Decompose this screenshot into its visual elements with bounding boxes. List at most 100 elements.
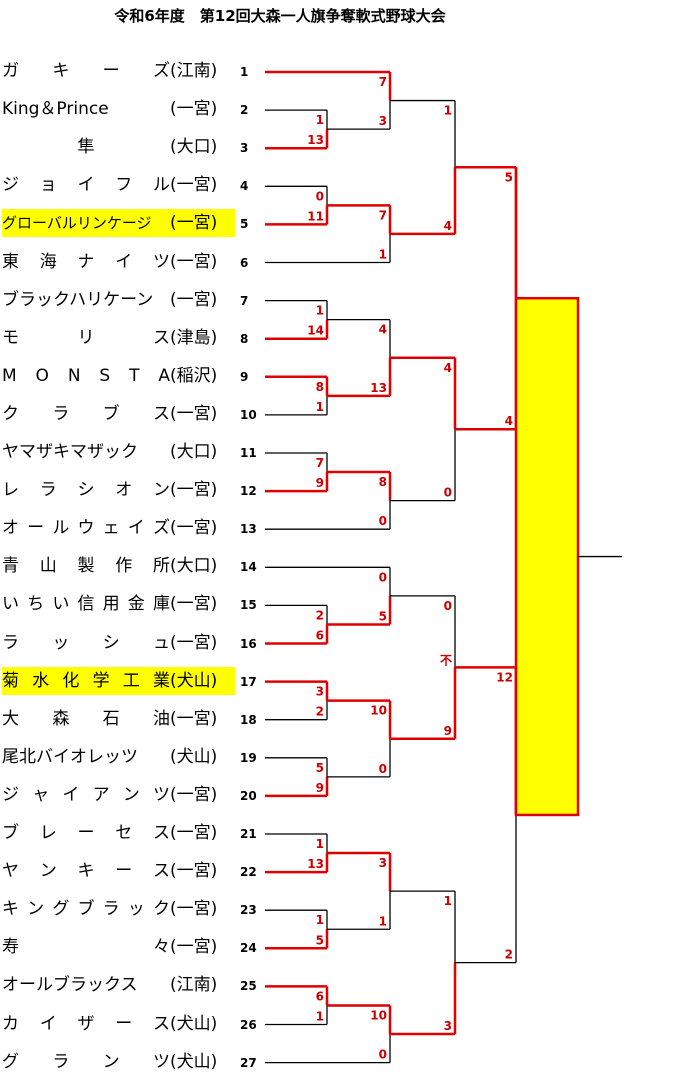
team-seed: 18: [240, 712, 257, 727]
match-score: 3: [444, 1019, 452, 1033]
team-name: 寿々: [2, 937, 170, 958]
team-row: ヤマザキマザック(大口): [2, 438, 235, 466]
match-score: 13: [307, 133, 324, 147]
match-score: 1: [316, 113, 324, 127]
match-score: 1: [316, 913, 324, 927]
team-seed: 25: [240, 979, 257, 994]
match-score: 8: [379, 475, 387, 489]
team-location: (犬山): [170, 1013, 218, 1034]
match-score: 9: [316, 781, 324, 795]
team-row: 寿々(一宮): [2, 933, 235, 961]
match-score: 2: [316, 705, 324, 719]
match-score: 5: [316, 933, 324, 947]
team-name: 尾北バイオレッツ: [2, 746, 138, 767]
match-score: 11: [307, 209, 324, 223]
team-row: グランツ(犬山): [2, 1048, 235, 1076]
team-location: (犬山): [170, 746, 218, 767]
team-row: 大森石油(一宮): [2, 705, 235, 733]
team-seed: 10: [240, 407, 257, 422]
team-name: ヤンキース: [2, 861, 170, 882]
team-location: (一宮): [170, 861, 218, 882]
team-seed: 24: [240, 941, 257, 956]
team-location: (稲沢): [170, 365, 218, 386]
team-location: (大口): [170, 137, 218, 158]
team-location: (一宮): [170, 784, 218, 805]
team-row: 隼 (大口): [2, 133, 235, 161]
team-location: (一宮): [170, 899, 218, 920]
team-name: レラシオン: [2, 480, 170, 501]
team-location: (一宮): [170, 594, 218, 615]
team-row: レラシオン(一宮): [2, 476, 235, 504]
team-row: 青山製作所(大口): [2, 552, 235, 580]
match-score: 7: [316, 456, 324, 470]
team-row: ジャイアンツ(一宮): [2, 781, 235, 809]
team-location: (江南): [170, 975, 218, 996]
match-score: 1: [316, 1010, 324, 1024]
match-score: 3: [379, 114, 387, 128]
team-name: オールブラックス: [2, 975, 138, 996]
team-row: 尾北バイオレッツ (犬山): [2, 743, 235, 771]
final-match-box: [514, 296, 580, 817]
match-score: 7: [379, 75, 387, 89]
team-name: 菊水化学工業: [2, 670, 170, 691]
match-score: 13: [307, 857, 324, 871]
match-score: 4: [379, 323, 387, 337]
team-name: ラッシュ: [2, 632, 170, 653]
team-row: King＆Prince (一宮): [2, 95, 235, 123]
team-row: 東海ナイツ(一宮): [2, 248, 235, 276]
team-name: オールウェイズ: [2, 518, 170, 539]
match-score: 13: [370, 381, 387, 395]
team-row: モリス(津島): [2, 324, 235, 352]
team-seed: 4: [240, 179, 249, 194]
team-name: カイザース: [2, 1013, 170, 1034]
team-row: カイザース(犬山): [2, 1010, 235, 1038]
team-name: 東海ナイツ: [2, 251, 170, 272]
team-location: (一宮): [170, 213, 218, 234]
team-location: (犬山): [170, 670, 218, 691]
match-score: 5: [505, 170, 513, 184]
team-seed: 11: [240, 446, 257, 460]
match-score: 0: [379, 514, 387, 528]
team-seed: 14: [240, 560, 257, 575]
team-name: King＆Prince: [2, 99, 109, 120]
match-score: 2: [316, 608, 324, 622]
match-score: 6: [316, 989, 324, 1003]
match-score: 1: [379, 248, 387, 262]
match-score: 12: [496, 670, 513, 684]
team-location: (一宮): [170, 403, 218, 424]
team-name: 隼: [77, 137, 95, 158]
match-score: 5: [316, 761, 324, 775]
match-score: 1: [444, 894, 452, 908]
team-row: ラッシュ(一宮): [2, 629, 235, 657]
match-score: 4: [505, 414, 513, 428]
match-score: 7: [379, 208, 387, 222]
team-name: グローバルリンケージ: [2, 214, 152, 233]
team-seed: 9: [240, 369, 249, 384]
team-name: ジャイアンツ: [2, 784, 170, 805]
team-seed: 1: [240, 65, 249, 79]
team-row: オールウェイズ(一宮): [2, 514, 235, 542]
team-location: (一宮): [170, 480, 218, 501]
team-seed: 2: [240, 103, 249, 118]
team-name: キングブラック: [2, 899, 170, 920]
team-name: モリス: [2, 327, 170, 348]
match-score: 5: [379, 609, 387, 623]
team-name: ブレーセス: [2, 823, 170, 843]
team-seed: 23: [240, 903, 257, 918]
team-seed: 17: [240, 674, 257, 689]
team-location: (一宮): [170, 632, 218, 653]
match-score: 3: [379, 856, 387, 870]
team-location: (一宮): [170, 175, 218, 196]
team-name: ガキーズ: [2, 61, 170, 81]
team-seed: 27: [240, 1055, 257, 1070]
team-location: (一宮): [170, 99, 218, 120]
team-location: (一宮): [170, 289, 218, 310]
team-row: 菊水化学工業(犬山): [2, 666, 235, 695]
team-location: (一宮): [170, 823, 218, 843]
team-row: ジョイフル(一宮): [2, 171, 235, 199]
team-row: クラブス(一宮): [2, 400, 235, 428]
match-score: 0: [444, 486, 452, 500]
